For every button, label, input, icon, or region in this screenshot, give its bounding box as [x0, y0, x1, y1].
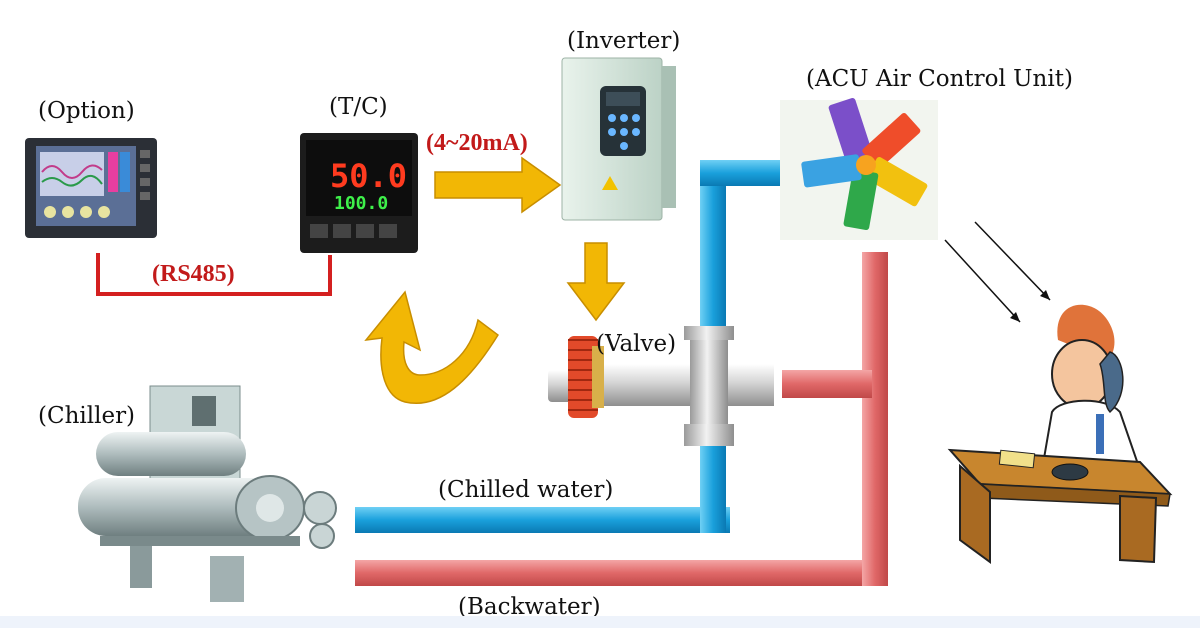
inverter-label: (Inverter)	[567, 28, 681, 54]
bottom-border	[0, 616, 1200, 628]
temperature-controller: 50.0 100.0	[300, 133, 418, 253]
rs485-label: (RS485)	[152, 261, 235, 287]
backwater-pipe	[355, 252, 888, 586]
inverter-to-valve-arrow	[566, 242, 626, 322]
chilled-water-label: (Chilled water)	[438, 477, 614, 503]
tc-sv-display: 100.0	[334, 193, 388, 214]
tc-label: (T/C)	[329, 94, 388, 120]
signal-arrow	[434, 156, 562, 214]
acu-label: (ACU Air Control Unit)	[806, 66, 1073, 92]
operator-at-desk-illustration	[947, 304, 1173, 564]
acu-logo	[780, 98, 938, 240]
valve-label: (Valve)	[596, 331, 677, 357]
signal-current-label: (4~20mA)	[426, 130, 528, 156]
chiller-unit	[78, 385, 337, 602]
hmi-touchscreen	[25, 138, 157, 238]
rs485-cable	[96, 253, 332, 296]
inverter-drive	[561, 57, 676, 221]
chiller-label: (Chiller)	[38, 403, 136, 429]
valve	[548, 326, 774, 446]
tc-pv-display: 50.0	[330, 157, 407, 195]
feedback-arrow	[364, 290, 500, 404]
valve-actuator-gear	[568, 336, 604, 418]
option-label: (Option)	[38, 98, 135, 124]
backwater-label: (Backwater)	[458, 594, 601, 620]
airflow-arrows	[944, 221, 1051, 323]
